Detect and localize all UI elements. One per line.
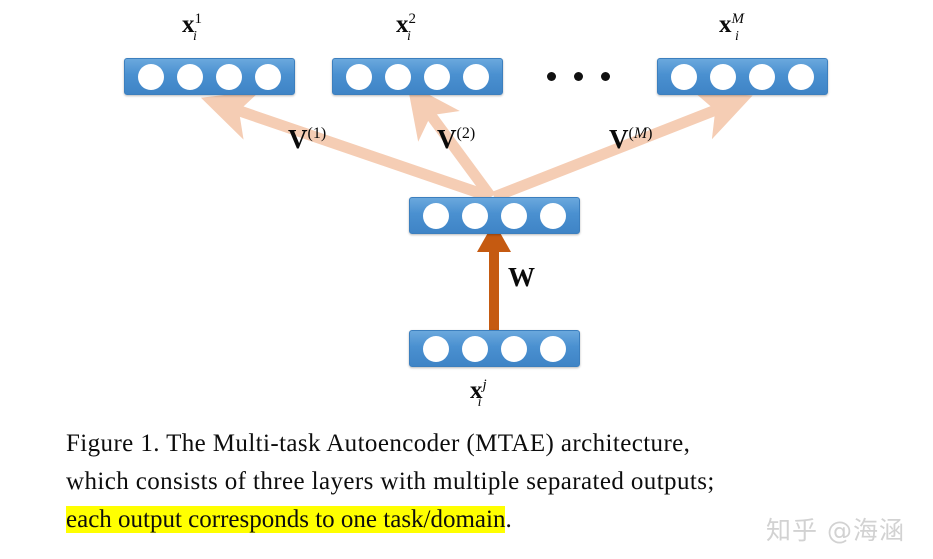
output-layer-2 [332, 58, 503, 95]
unit-node [500, 335, 527, 362]
unit-node [539, 202, 566, 229]
encoder-weight-label-w: W [508, 262, 535, 292]
ellipsis-dot [547, 72, 556, 81]
caption-line-1: Figure 1. The Multi-task Autoencoder (MT… [66, 430, 691, 457]
decoder-arrow-2 [407, 82, 496, 201]
output-1-label: x1i [182, 10, 202, 45]
unit-node [462, 335, 489, 362]
unit-node [500, 202, 527, 229]
decoder-weight-label-2: V(2) [437, 124, 476, 154]
ellipsis-dot [574, 72, 583, 81]
caption-line-2: which consists of three layers with mult… [66, 468, 715, 495]
unit-node [423, 335, 450, 362]
unit-node [138, 63, 165, 90]
output-layer-m [657, 58, 828, 95]
unit-node [215, 63, 242, 90]
decoder-weight-label-m: V(M) [609, 124, 653, 154]
unit-node [462, 63, 489, 90]
decoder-arrow-1 [200, 90, 493, 203]
output-layer-1 [124, 58, 295, 95]
layers-ellipsis [547, 72, 610, 81]
unit-node [539, 335, 566, 362]
caption-highlight: each output corresponds to one task/doma… [66, 506, 506, 533]
caption-line-3-tail: . [505, 506, 512, 533]
ellipsis-dot [601, 72, 610, 81]
output-m-label: xMi [719, 10, 744, 45]
output-2-label: x2i [396, 10, 416, 45]
caption-line-3: each output corresponds to one task/doma… [66, 501, 878, 539]
encoder-arrow-w [477, 222, 511, 335]
decoder-arrow-m [491, 91, 753, 203]
input-layer [409, 330, 580, 367]
watermark: 知乎 @海涵 [766, 516, 905, 545]
decoder-weight-label-1: V(1) [288, 124, 327, 154]
unit-node [423, 63, 450, 90]
unit-node [177, 63, 204, 90]
unit-node [423, 202, 450, 229]
unit-node [385, 63, 412, 90]
unit-node [748, 63, 775, 90]
unit-node [462, 202, 489, 229]
unit-node [787, 63, 814, 90]
unit-node [671, 63, 698, 90]
hidden-layer [409, 197, 580, 234]
arrow-layer [200, 82, 753, 335]
figure-caption: Figure 1. The Multi-task Autoencoder (MT… [66, 425, 878, 539]
unit-node [346, 63, 373, 90]
unit-node [254, 63, 281, 90]
unit-node [710, 63, 737, 90]
input-layer-label: xji [470, 376, 487, 411]
figure-diagram: x1i x2i xMi V(1) V(2) V(M) [124, 10, 828, 411]
